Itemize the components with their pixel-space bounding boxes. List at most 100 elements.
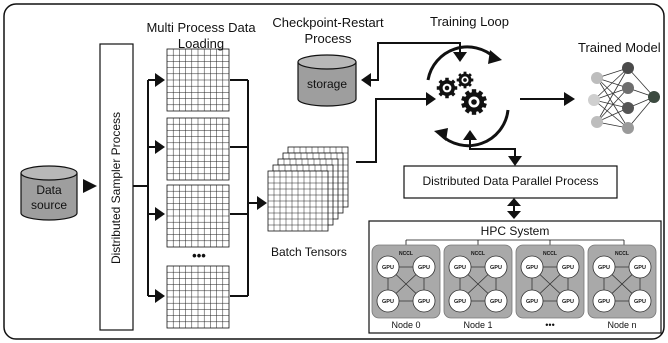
gear-icon — [436, 77, 458, 99]
checkpoint-connector — [370, 42, 461, 81]
gpu-circle — [592, 289, 616, 313]
data-grid-2 — [166, 117, 230, 181]
hpc-node-label: Node 0 — [391, 320, 421, 330]
gpu-label: GPU — [634, 265, 646, 271]
data-grid-3 — [166, 184, 230, 248]
gpu-circle — [412, 255, 436, 279]
gpu-circle — [448, 289, 472, 313]
fan-out-arrowheads — [155, 73, 165, 303]
gpu-label: GPU — [382, 265, 394, 271]
ddp-box — [403, 165, 618, 199]
sampler-label-text: Distributed Sampler Process — [109, 111, 123, 265]
hpc-node-0: GPU GPU GPU GPU NCCL — [371, 244, 441, 319]
nn-input-node — [591, 116, 603, 128]
training-loop-icon — [426, 45, 510, 148]
nn-output-node — [648, 91, 660, 103]
gpu-circle — [556, 255, 580, 279]
gear-icon — [456, 71, 474, 89]
training-loop-title: Training Loop — [430, 14, 510, 29]
gpu-circle — [412, 289, 436, 313]
arrow-ddp-to-training — [463, 130, 477, 140]
batch-tensors-label: Batch Tensors — [271, 245, 347, 259]
gpu-circle — [628, 289, 652, 313]
gpu-circle — [448, 255, 472, 279]
hpc-node-1: GPU GPU GPU GPU NCCL — [443, 244, 513, 319]
gear-icon — [461, 89, 487, 115]
hpc-title: HPC System — [480, 224, 550, 238]
nn-input-node — [591, 72, 603, 84]
storage-label: storage — [306, 77, 348, 91]
arrow-source-to-sampler — [83, 179, 97, 193]
gpu-circle — [556, 289, 580, 313]
grids-fan-in — [230, 79, 258, 297]
gpu-circle — [520, 289, 544, 313]
nn-input-node — [588, 94, 600, 106]
gpu-circle — [484, 255, 508, 279]
data-source-cylinder — [20, 165, 78, 221]
outer-frame — [3, 3, 665, 340]
arrow-to-training-top — [453, 52, 467, 62]
hpc-node-3: GPU GPU GPU GPU NCCL — [587, 244, 657, 319]
arrow-ddp-to-hpc — [507, 211, 521, 219]
gpu-circle — [376, 289, 400, 313]
gpu-label: GPU — [634, 299, 646, 305]
nn-hidden-node — [622, 122, 634, 134]
hpc-node-label: Node 1 — [463, 320, 493, 330]
trained-model-network — [588, 62, 660, 134]
trained-model-title: Trained Model — [578, 40, 661, 55]
nccl-label: NCCL — [471, 251, 485, 257]
batch-tensor-1 — [267, 170, 329, 232]
gpu-circle — [592, 255, 616, 279]
gpu-circle — [484, 289, 508, 313]
nn-hidden-node — [622, 102, 634, 114]
nccl-label: NCCL — [399, 251, 413, 257]
sampler-fan-out — [133, 79, 156, 297]
grids-ellipsis: ••• — [192, 248, 206, 263]
gpu-circle — [376, 255, 400, 279]
data-source-label: Data source — [21, 183, 77, 213]
data-source-label-line2: source — [30, 198, 68, 212]
data-grid-1 — [166, 48, 230, 112]
storage-cylinder — [297, 54, 357, 107]
training-ddp-connector — [469, 136, 516, 158]
gpu-circle — [628, 255, 652, 279]
data-grids — [166, 48, 230, 329]
checkpoint-line1: Checkpoint-Restart — [272, 15, 384, 30]
gpu-label: GPU — [418, 265, 430, 271]
tensors-to-training-line — [356, 98, 428, 163]
gpu-circle — [520, 255, 544, 279]
arrow-training-to-ddp — [508, 156, 522, 166]
arrow-to-batch-tensors — [257, 196, 267, 210]
gpu-label: GPU — [526, 265, 538, 271]
ddp-label: Distributed Data Parallel Process — [422, 174, 599, 188]
batch-tensor-stack — [267, 146, 349, 232]
gpu-label: GPU — [598, 299, 610, 305]
gpu-label: GPU — [490, 299, 502, 305]
gpu-label: GPU — [382, 299, 394, 305]
mp-loading-line1: Multi Process Data — [146, 20, 256, 35]
hpc-node-label: ••• — [545, 320, 555, 330]
sampler-label: Distributed Sampler Process — [109, 112, 123, 264]
data-grid-4 — [166, 265, 230, 329]
gpu-label: GPU — [598, 265, 610, 271]
hpc-node-label: Node n — [607, 320, 637, 330]
checkpoint-line2: Process — [304, 31, 352, 46]
nn-hidden-node — [622, 62, 634, 74]
mp-loading-line2: Loading — [177, 36, 225, 51]
gpu-label: GPU — [454, 265, 466, 271]
gpu-label: GPU — [454, 299, 466, 305]
arrow-to-storage — [361, 73, 371, 87]
nccl-label: NCCL — [615, 251, 629, 257]
arrow-hpc-to-ddp — [507, 198, 521, 206]
mp-loading-title: Multi Process Data Loading — [140, 20, 262, 52]
data-source-label-line1: Data — [36, 183, 62, 197]
arrow-into-training — [426, 92, 436, 106]
gpu-label: GPU — [562, 299, 574, 305]
gpu-label: GPU — [418, 299, 430, 305]
gpu-label: GPU — [490, 265, 502, 271]
sampler-box — [99, 43, 134, 331]
arrow-to-trained-model — [564, 92, 575, 106]
